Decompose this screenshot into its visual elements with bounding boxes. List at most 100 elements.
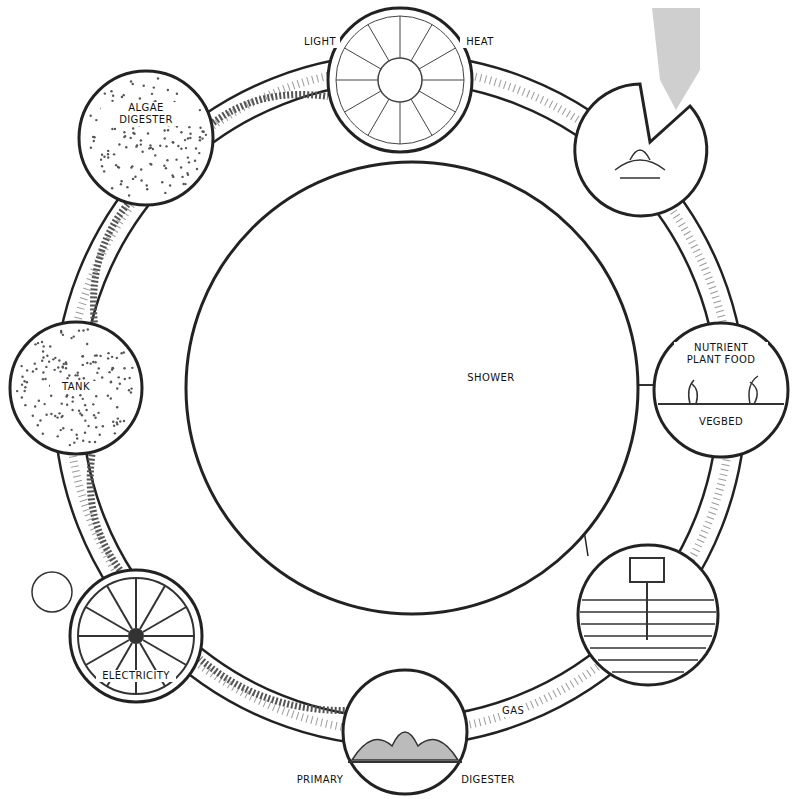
stipple-dot xyxy=(34,405,36,407)
stipple-dot xyxy=(107,352,109,354)
node-outline xyxy=(184,160,640,616)
node-outline xyxy=(300,2,500,154)
stipple-dot xyxy=(117,166,119,168)
stipple-dot xyxy=(148,147,150,149)
stipple-dot xyxy=(93,414,95,416)
wheel-spoke xyxy=(144,635,194,637)
stipple-dot xyxy=(32,415,34,417)
stipple-dot xyxy=(61,402,63,404)
stipple-dot xyxy=(103,170,105,172)
stipple-dot xyxy=(165,145,167,147)
stipple-dot xyxy=(130,391,132,393)
stipple-dot xyxy=(136,144,138,146)
stipple-dot xyxy=(189,137,191,139)
circle-outline xyxy=(186,162,638,614)
stipple-dot xyxy=(149,144,151,146)
stipple-dot xyxy=(114,128,116,130)
stipple-dot xyxy=(34,362,36,364)
stipple-dot xyxy=(62,427,64,429)
stipple-dot xyxy=(111,367,113,369)
stipple-dot xyxy=(157,77,159,79)
stipple-dot xyxy=(46,355,48,357)
flow-label: GAS xyxy=(500,705,526,717)
stipple-dot xyxy=(78,378,80,380)
pump-box xyxy=(630,558,664,582)
stipple-dot xyxy=(110,397,112,399)
stipple-dot xyxy=(103,156,105,158)
wheel-spoke xyxy=(143,640,186,665)
stipple-dot xyxy=(82,398,84,400)
stipple-dot xyxy=(133,133,135,135)
sun-ray xyxy=(400,16,401,58)
fire-circle xyxy=(575,84,707,216)
wheel-rim xyxy=(78,578,194,694)
stipple-dot xyxy=(101,154,103,156)
sun-ray xyxy=(345,91,381,112)
generator-circle xyxy=(32,572,72,612)
stipple-dot xyxy=(132,83,134,85)
stipple-dot xyxy=(119,420,121,422)
stipple-dot xyxy=(167,129,169,131)
stipple-dot xyxy=(87,328,89,330)
stipple-dot xyxy=(149,163,151,165)
stipple-dot xyxy=(37,342,39,344)
stipple-dot xyxy=(100,158,102,160)
stipple-dot xyxy=(115,164,117,166)
stipple-dot xyxy=(169,184,171,186)
sludge-line xyxy=(348,761,462,763)
node-outline xyxy=(66,566,206,706)
stipple-dot xyxy=(147,132,149,134)
stipple-dot xyxy=(21,376,23,378)
stipple-dot xyxy=(117,417,119,419)
stipple-dot xyxy=(125,146,127,148)
stipple-dot xyxy=(119,383,121,385)
stipple-dot xyxy=(163,165,165,167)
sun-ray xyxy=(400,102,401,144)
vegbed-circle: NUTRIENT PLANT FOODVEGBED xyxy=(650,318,792,462)
stipple-dot xyxy=(124,135,126,137)
stipple-dot xyxy=(54,415,56,417)
stipple-dot xyxy=(57,366,59,368)
stipple-dot xyxy=(175,158,177,160)
stipple-dot xyxy=(57,435,59,437)
stipple-dot xyxy=(185,147,187,149)
stipple-dot xyxy=(84,419,86,421)
stipple-dot xyxy=(189,133,191,135)
stipple-dot xyxy=(132,178,134,180)
stipple-dot xyxy=(187,174,189,176)
stipple-dot xyxy=(38,399,40,401)
stipple-dot xyxy=(42,356,44,358)
stipple-dot xyxy=(110,381,112,383)
sun-ray xyxy=(368,99,389,135)
stipple-dot xyxy=(32,370,34,372)
stipple-dot xyxy=(58,412,60,414)
stipple-dot xyxy=(16,390,18,392)
stipple-dot xyxy=(78,329,80,331)
algae-digester-circle: ALGAE DIGESTER xyxy=(76,68,216,208)
node-label: NUTRIENT PLANT FOOD xyxy=(674,342,768,366)
sun-ray xyxy=(345,48,381,69)
stipple-dot xyxy=(129,137,131,139)
stipple-dot xyxy=(48,360,50,362)
stipple-dot xyxy=(66,404,68,406)
stipple-dot xyxy=(89,362,91,364)
stipple-dot xyxy=(111,356,113,358)
stipple-dot xyxy=(50,413,52,415)
node-outline xyxy=(650,318,792,462)
node-label: HEAT xyxy=(460,36,500,48)
stipple-dot xyxy=(63,363,65,365)
stipple-dot xyxy=(78,410,80,412)
stipple-dot xyxy=(39,419,41,421)
stipple-dot xyxy=(79,412,81,414)
wheel-spoke xyxy=(135,578,137,628)
stipple-dot xyxy=(141,151,143,153)
stipple-dot xyxy=(94,354,96,356)
stipple-dot xyxy=(71,400,73,402)
stipple-dot xyxy=(122,94,124,96)
stipple-dot xyxy=(128,389,130,391)
stipple-dot xyxy=(131,165,133,167)
stipple-dot xyxy=(159,144,161,146)
stipple-dot xyxy=(152,148,154,150)
flame-shading xyxy=(652,8,700,110)
